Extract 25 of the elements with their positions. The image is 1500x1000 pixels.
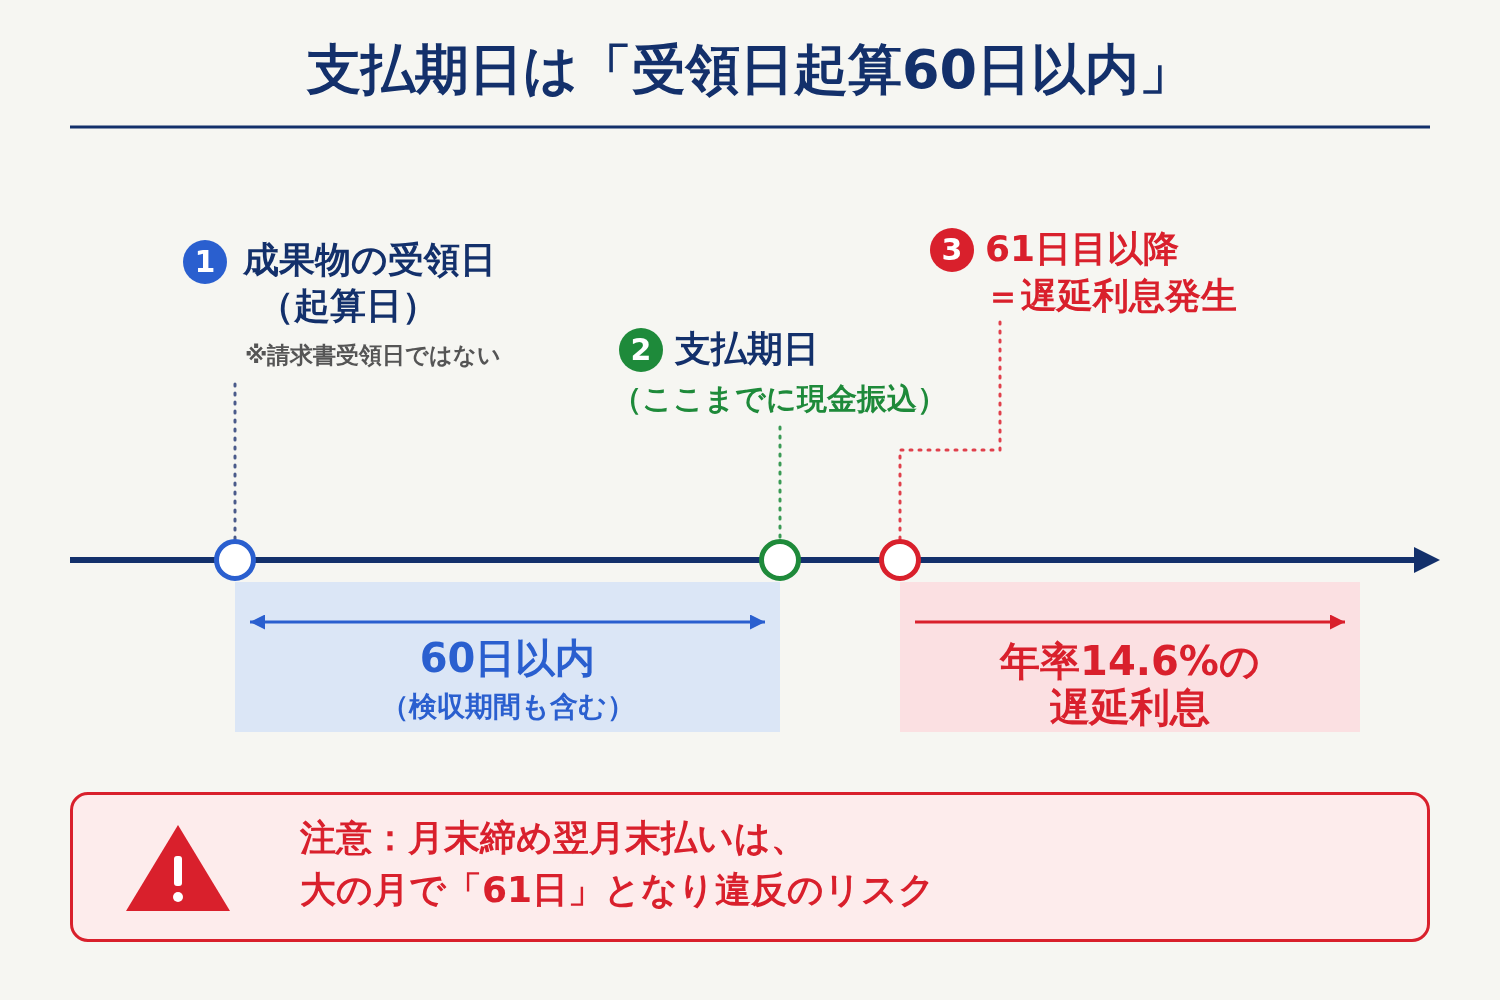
leader-line (778, 425, 782, 541)
label-text: 成果物の受領日 (243, 238, 496, 282)
period-band (235, 582, 780, 732)
timeline-marker (759, 539, 801, 581)
warning-text: 大の月で「61日」となり違反のリスク (300, 868, 936, 912)
band-text: （検収期間も含む） (379, 690, 636, 724)
timeline-marker (214, 539, 256, 581)
title: 支払期日は「受領日起算60日以内」 (305, 38, 1195, 103)
label-text: （起算日） (258, 284, 438, 328)
label-text: ＝遅延利息発生 (985, 274, 1237, 318)
leader-line (233, 382, 237, 541)
warning-text: 注意：月末締め翌月末払いは、 (300, 816, 807, 860)
number-badge: 3 (930, 228, 974, 272)
label-text: 61日目以降 (985, 227, 1180, 271)
number-badge: 1 (183, 240, 227, 284)
leader-line (898, 320, 1002, 541)
note-text: ※請求書受領日ではない (245, 342, 502, 370)
number-badge: 2 (619, 328, 663, 372)
band-text: 60日以内 (418, 634, 597, 682)
timeline-marker (879, 539, 921, 581)
period-band (900, 582, 1360, 732)
label-text: （ここまでに現金振込） (612, 381, 947, 417)
warning-box (70, 792, 1430, 942)
band-text: 年率14.6%の遅延利息 (1000, 638, 1260, 730)
label-text: 支払期日 (675, 327, 819, 371)
